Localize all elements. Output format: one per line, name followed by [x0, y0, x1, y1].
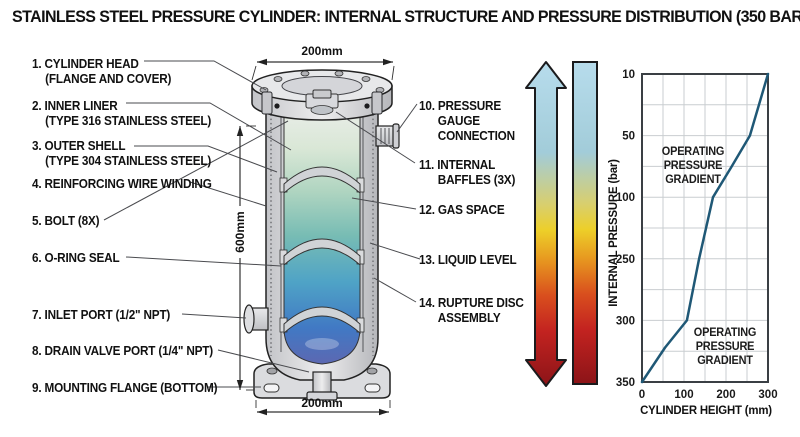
mounting-hole-left: [266, 367, 278, 375]
svg-text:300: 300: [616, 315, 635, 327]
part-label-o-ring-seal: 6. O-RING SEAL: [32, 251, 120, 265]
chart-annotation-lower: OPERATING PRESSURE GRADIENT: [693, 327, 757, 368]
chart-x-axis-title: CYLINDER HEIGHT (mm): [640, 403, 772, 417]
mounting-slot-left: [263, 383, 280, 393]
svg-text:10: 10: [622, 69, 635, 81]
liquid-highlight: [305, 338, 339, 350]
pressure-gauge-port: [375, 123, 400, 149]
internal-baffles: [279, 166, 365, 335]
svg-text:200: 200: [716, 389, 735, 401]
dimensions: 200mm 200mm 600mm: [233, 44, 395, 416]
chart-annotation-upper: OPERATING PRESSURE GRADIENT: [661, 146, 725, 187]
svg-text:50: 50: [622, 131, 635, 143]
part-label-bolt: 5. BOLT (8X): [32, 214, 100, 228]
part-label-cylinder-head: 1. CYLINDER HEAD (FLANGE AND COVER): [32, 57, 172, 86]
chart-y-axis-title: INTERNAL PRESSURE (bar): [606, 159, 620, 307]
part-label-liquid-level: 13. LIQUID LEVEL: [419, 253, 517, 267]
mounting-slot-right: [364, 383, 381, 393]
part-label-gas-space: 12. GAS SPACE: [419, 203, 505, 217]
page-title: STAINLESS STEEL PRESSURE CYLINDER: INTER…: [12, 8, 800, 26]
part-label-wire-winding: 4. REINFORCING WIRE WINDING: [32, 177, 212, 191]
svg-text:250: 250: [616, 254, 635, 266]
cylinder-head: [251, 69, 393, 121]
pressure-gradient-curve: [640, 72, 770, 384]
part-label-outer-shell: 3. OUTER SHELL (TYPE 304 STAINLESS STEEL…: [32, 139, 212, 168]
svg-text:100: 100: [674, 389, 693, 401]
svg-text:0: 0: [639, 389, 645, 401]
svg-text:300: 300: [758, 389, 777, 401]
dimension-bottom-width: 200mm: [301, 396, 342, 410]
svg-text:100: 100: [616, 192, 635, 204]
bolt-left: [261, 91, 273, 115]
pressure-scale: [525, 61, 598, 387]
part-label-inner-liner: 2. INNER LINER (TYPE 316 STAINLESS STEEL…: [32, 99, 212, 128]
part-label-pressure-gauge: 10. PRESSURE GAUGE CONNECTION: [419, 99, 515, 143]
bolt-right: [371, 91, 383, 115]
o-ring-left: [274, 103, 280, 109]
inlet-port: [243, 304, 269, 334]
mounting-hole-right: [366, 367, 378, 375]
pressure-scale-bar: [572, 61, 598, 385]
dimension-top-width: 200mm: [301, 44, 342, 58]
cylinder-diagram: [243, 69, 400, 401]
part-label-inlet-port: 7. INLET PORT (1/2" NPT): [32, 308, 171, 322]
o-ring-right: [364, 103, 370, 109]
cylinder-interior: [283, 107, 361, 365]
part-label-drain-valve: 8. DRAIN VALVE PORT (1/4" NPT): [32, 344, 213, 358]
pressure-chart-plot: 10 50 100 250 300 350 0 100 200 300: [616, 69, 778, 401]
part-label-internal-baffles: 11. INTERNAL BAFFLES (3X): [419, 158, 516, 187]
pressure-scale-arrow: [525, 61, 567, 387]
svg-text:350: 350: [616, 377, 635, 389]
part-label-mounting-flange: 9. MOUNTING FLANGE (BOTTOM): [32, 381, 218, 395]
leader-lines: [103, 60, 421, 388]
dimension-height: 600mm: [233, 211, 247, 252]
part-label-rupture-disc: 14. RUPTURE DISC ASSEMBLY: [419, 296, 524, 325]
pressure-chart: 10 50 100 250 300 350 0 100 200 300 OPERATING PRE…: [598, 50, 798, 412]
flange-bolt-holes: [259, 70, 385, 93]
drain-valve-port: [306, 371, 338, 401]
